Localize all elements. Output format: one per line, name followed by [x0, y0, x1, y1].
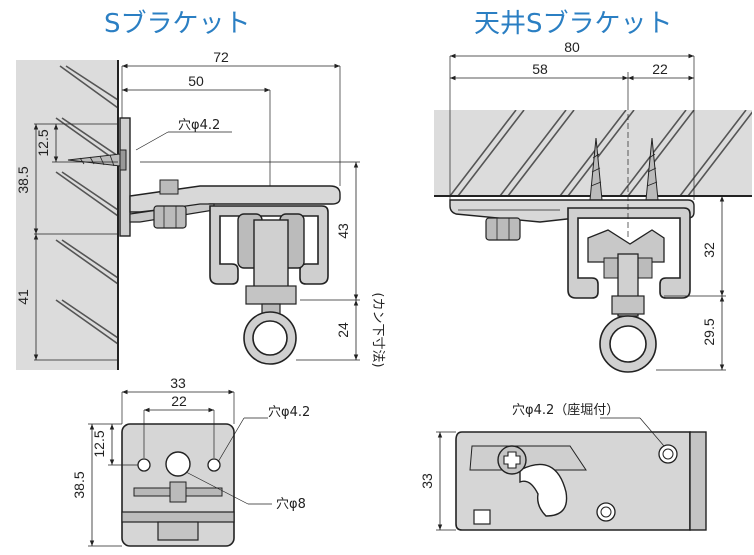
dim-72: 72	[213, 49, 229, 65]
title-ceiling-s-bracket: 天井Sブラケット	[474, 9, 673, 39]
s-bracket-side	[67, 117, 341, 365]
hole-label-8-front: 穴φ8	[276, 497, 306, 512]
dim-80: 80	[564, 39, 580, 55]
bottom-left-dimensions	[88, 389, 272, 547]
bottom-right-dimensions	[436, 417, 665, 531]
dim-12-5: 12.5	[35, 129, 51, 156]
left-dimension-lines	[33, 63, 360, 361]
dim-22: 22	[652, 61, 668, 77]
wall-section	[16, 60, 119, 370]
dim-50: 50	[188, 73, 204, 89]
dim-32: 32	[701, 242, 717, 258]
dim-33-front: 33	[170, 375, 186, 391]
dim-29-5: 29.5	[701, 318, 717, 345]
dim-41: 41	[15, 289, 31, 305]
dim-58: 58	[532, 61, 548, 77]
dim-43: 43	[335, 223, 351, 239]
hole-label-counterbore: 穴φ4.2（座堀付）	[512, 403, 619, 418]
dim-24: 24	[335, 322, 351, 338]
dim-12-5-front: 12.5	[91, 430, 107, 457]
title-s-bracket: Sブラケット	[104, 9, 251, 39]
hole-label-4-2: 穴φ4.2	[178, 118, 220, 133]
below-ring-note: (カン下寸法)	[370, 292, 385, 367]
ceiling-bracket-side	[449, 114, 695, 373]
dim-33-top: 33	[419, 473, 435, 489]
hole-label-4-2-front: 穴φ4.2	[268, 405, 310, 420]
s-bracket-front	[121, 423, 235, 547]
dim-38-5-front: 38.5	[71, 471, 87, 498]
dim-22-front: 22	[171, 393, 187, 409]
right-dimension-lines	[449, 53, 726, 371]
ceiling-bracket-top	[455, 431, 707, 531]
dim-38-5: 38.5	[15, 166, 31, 193]
